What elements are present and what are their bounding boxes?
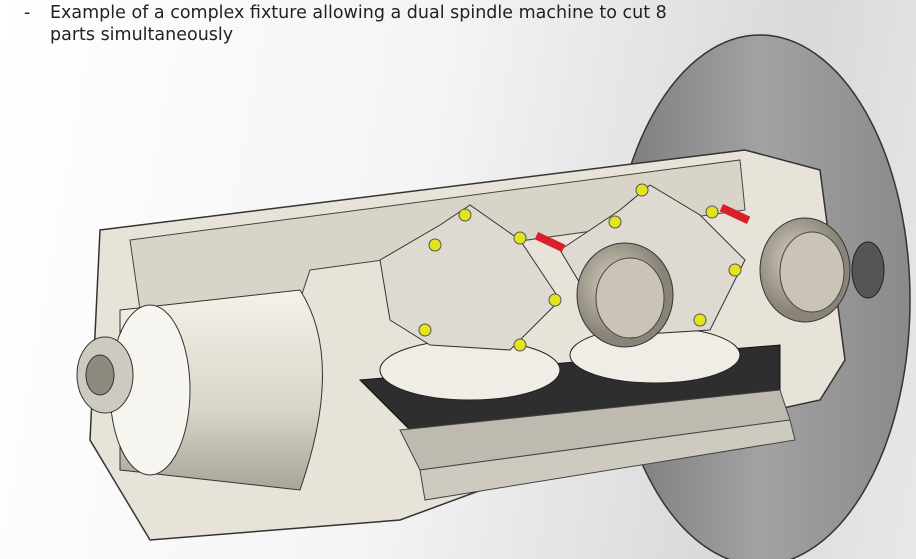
left-cylinder: [76, 289, 323, 491]
slide-bullet: - Example of a complex fixture allowing …: [24, 2, 690, 46]
spindles: [534, 204, 851, 348]
bullet-text: Example of a complex fixture allowing a …: [50, 3, 667, 45]
bullet-marker: -: [24, 3, 31, 23]
